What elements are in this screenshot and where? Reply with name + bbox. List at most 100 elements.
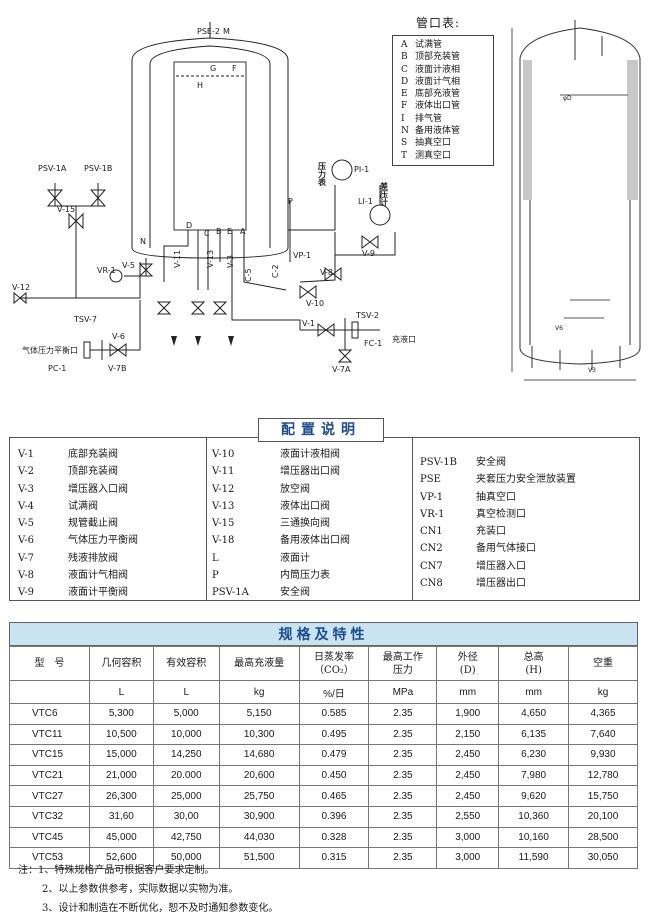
svg-text:C: C — [204, 229, 210, 238]
spec-unit — [9, 680, 90, 704]
svg-text:V-5: V-5 — [122, 261, 135, 270]
spec-cell: 2,550 — [436, 805, 500, 828]
spec-unit: L — [152, 680, 220, 704]
svg-text:VP-1: VP-1 — [293, 251, 311, 260]
spec-model-cell: VTC53 — [9, 847, 90, 869]
spec-cell: 0.396 — [298, 805, 370, 828]
spec-col-header: 日蒸发率 （CO₂） — [298, 646, 370, 681]
svg-text:V-1: V-1 — [302, 319, 315, 328]
svg-text:C-5: C-5 — [244, 268, 253, 282]
svg-text:充液口: 充液口 — [392, 334, 416, 344]
spec-cell: 2.35 — [368, 847, 438, 869]
svg-text:D: D — [186, 221, 192, 230]
spec-cell: 3,000 — [436, 826, 500, 849]
spec-unit: kg — [568, 680, 638, 704]
spec-cell: 12,780 — [568, 764, 638, 787]
svg-text:气体压力平衡口: 气体压力平衡口 — [22, 345, 78, 355]
spec-unit: mm — [498, 680, 570, 704]
svg-text:FC-1: FC-1 — [364, 339, 382, 348]
spec-cell: 30,900 — [218, 805, 300, 828]
svg-text:PI-1: PI-1 — [354, 165, 369, 174]
note-1: 注：1、特殊规格产品可根据客户要求定制。 — [18, 865, 215, 876]
spec-unit: L — [88, 680, 154, 704]
spec-cell: 26,300 — [88, 785, 154, 807]
piping-diagram: PSE-2 M G F H D C B E A PSV-1A PSV-1B V-… — [12, 20, 641, 381]
spec-unit-row: L L kg %/日 MPa mm mm kg — [9, 680, 638, 704]
svg-text:F: F — [232, 64, 237, 73]
svg-text:C-2: C-2 — [271, 264, 280, 278]
spec-cell: 4,365 — [568, 703, 638, 725]
spec-cell: 3,000 — [436, 847, 500, 869]
side-vessel-outline — [519, 27, 641, 365]
spec-cell: 31,60 — [88, 805, 154, 828]
spec-model-cell: VTC21 — [9, 764, 90, 787]
spec-cell: 2.35 — [368, 764, 438, 787]
spec-col-header: 空重 — [568, 646, 638, 681]
spec-unit: MPa — [368, 680, 438, 704]
svg-text:V-13: V-13 — [206, 250, 215, 268]
svg-text:V6: V6 — [555, 325, 563, 332]
svg-text:V-3: V-3 — [226, 255, 235, 268]
spec-unit: kg — [218, 680, 300, 704]
svg-text:V-9: V-9 — [362, 249, 375, 258]
svg-text:PSV-1A: PSV-1A — [38, 164, 67, 173]
spec-cell: 2.35 — [368, 826, 438, 849]
svg-text:差压计: 差压计 — [380, 181, 389, 207]
svg-text:V-6: V-6 — [112, 332, 125, 341]
spec-cell: 2.35 — [368, 744, 438, 766]
spec-cell: 30,00 — [152, 805, 220, 828]
spec-cell: 2.35 — [368, 785, 438, 807]
spec-cell: 6,230 — [498, 744, 570, 766]
spec-col-header: 最高工作 压力 — [368, 646, 438, 681]
spec-model-cell: VTC27 — [9, 785, 90, 807]
spec-cell: 45,000 — [88, 826, 154, 849]
spec-cell: 2,150 — [436, 723, 500, 746]
spec-cell: 14,250 — [152, 744, 220, 766]
svg-text:N: N — [140, 237, 146, 246]
spec-cell: 0.495 — [298, 723, 370, 746]
spec-cell: 5,000 — [152, 703, 220, 725]
spec-cell: 15,000 — [88, 744, 154, 766]
spec-unit: mm — [436, 680, 500, 704]
spec-cell: 6,135 — [498, 723, 570, 746]
spec-title: 规格及特性 — [9, 622, 638, 646]
spec-cell: 5,300 — [88, 703, 154, 725]
inner-vessel — [149, 45, 271, 248]
spec-cell: 2.35 — [368, 723, 438, 746]
spec-cell: 21,000 — [88, 764, 154, 787]
spec-model-cell: VTC32 — [9, 805, 90, 828]
svg-text:φD: φD — [563, 95, 572, 102]
spec-model-cell: VTC6 — [9, 703, 90, 725]
svg-text:VR-1: VR-1 — [97, 266, 116, 275]
svg-text:PC-1: PC-1 — [48, 364, 66, 373]
spec-cell: 2,450 — [436, 744, 500, 766]
svg-text:M: M — [223, 27, 230, 36]
spec-col-header: 型 号 — [9, 646, 90, 681]
spec-cell: 20.000 — [152, 764, 220, 787]
svg-text:压力表: 压力表 — [317, 162, 327, 187]
ports-title: 管口表: — [416, 16, 461, 30]
spec-cell: 0.585 — [298, 703, 370, 725]
